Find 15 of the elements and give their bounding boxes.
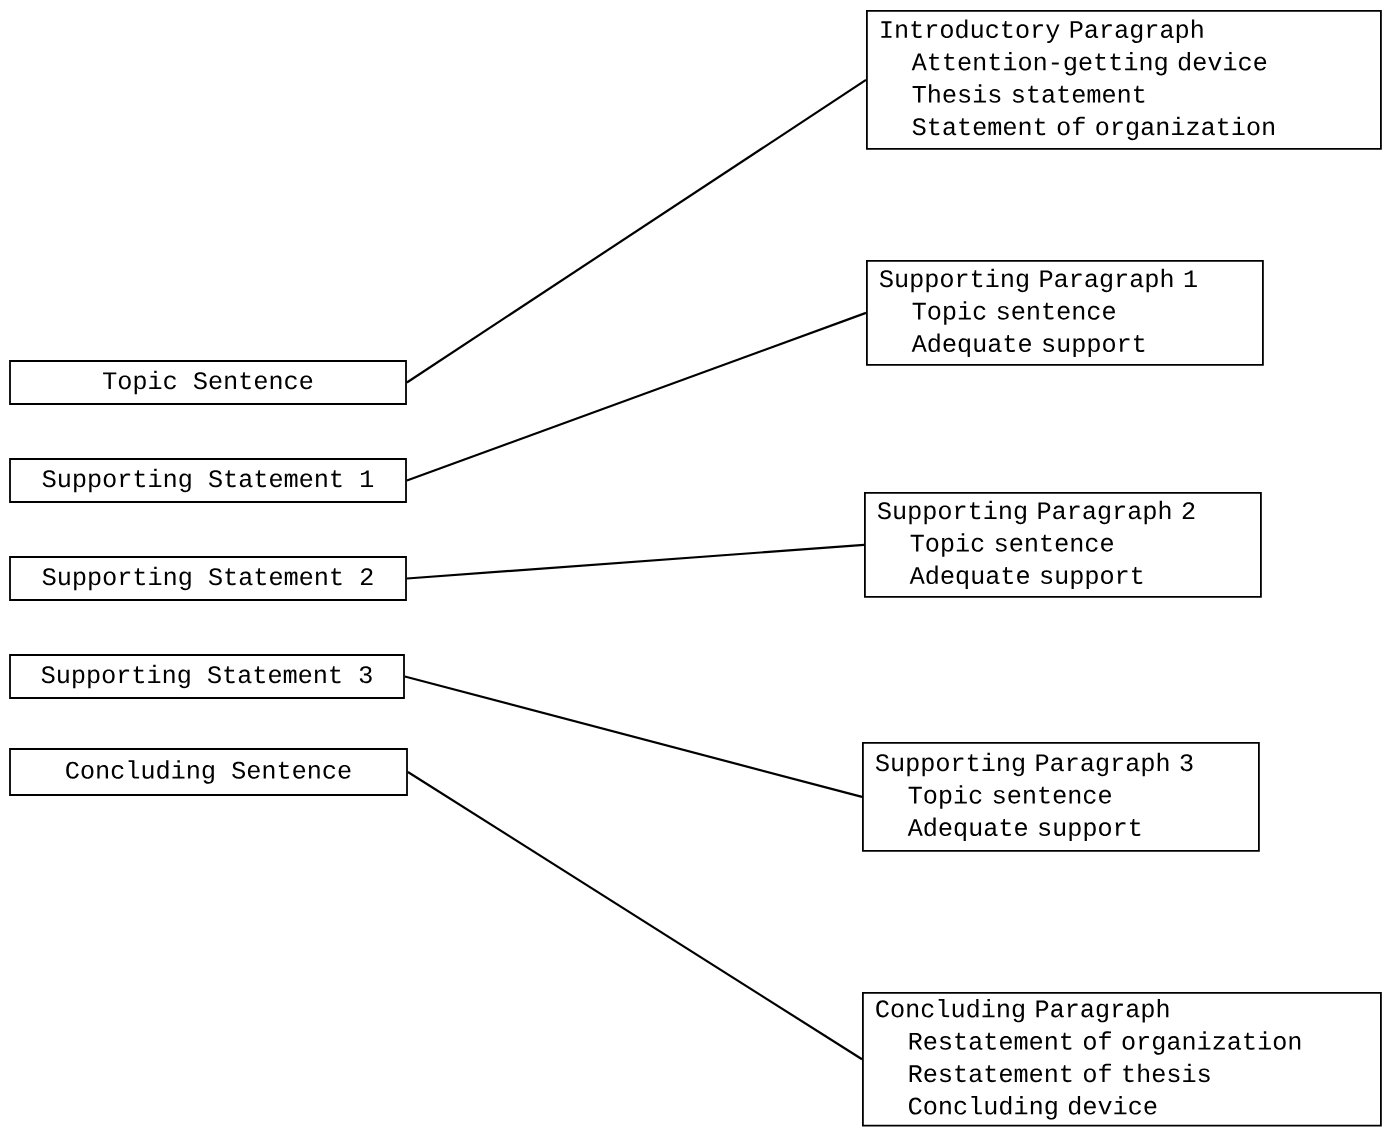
paragraph-box: Concluding Paragraph Restatement of organization Restatement of thesis Concluding device bbox=[862, 992, 1382, 1127]
connector-line bbox=[406, 78, 867, 384]
statement-box: Supporting Statement 2 bbox=[9, 556, 407, 601]
paragraph-box: Introductory Paragraph Attention-getting device Thesis statement Statement of organization bbox=[866, 10, 1382, 150]
paragraph-box: Supporting Paragraph 3 Topic sentence Adequate support bbox=[862, 742, 1260, 852]
connector-line bbox=[406, 311, 867, 482]
connector-line bbox=[404, 675, 863, 798]
statement-box: Topic Sentence bbox=[9, 360, 407, 405]
statement-box: Supporting Statement 1 bbox=[9, 458, 407, 503]
statement-box: Supporting Statement 3 bbox=[9, 654, 405, 699]
statement-box: Concluding Sentence bbox=[9, 748, 408, 796]
paragraph-box: Supporting Paragraph 1 Topic sentence Adequate support bbox=[866, 260, 1264, 366]
paragraph-box: Supporting Paragraph 2 Topic sentence Adequate support bbox=[864, 492, 1262, 598]
connector-line bbox=[406, 543, 865, 580]
connector-line bbox=[407, 771, 863, 1061]
